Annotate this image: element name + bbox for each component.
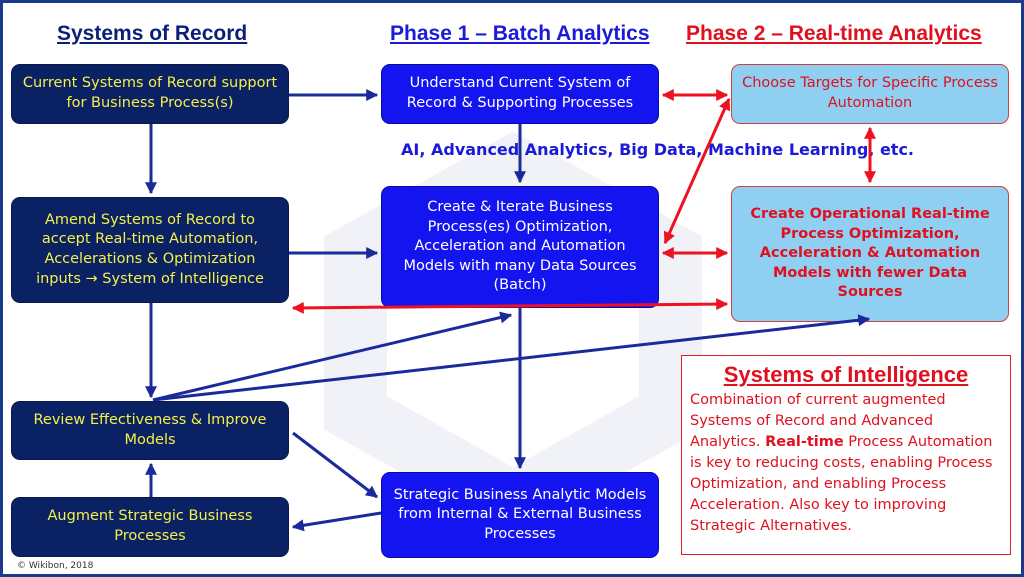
heading-phase2: Phase 2 – Real-time Analytics <box>686 22 982 45</box>
heading-phase1: Phase 1 – Batch Analytics <box>390 22 650 45</box>
systems-of-intelligence-box: Systems of Intelligence Combination of c… <box>681 355 1011 555</box>
soi-body-pre: Combination of current augmented Systems… <box>690 392 946 451</box>
arrow-amend-operational <box>291 298 729 314</box>
box-augment-strategic: Augment Strategic Business Processes <box>11 497 289 557</box>
arrow-review-to-strategic <box>292 431 378 499</box>
box-understand-current-system: Understand Current System of Record & Su… <box>381 64 659 124</box>
systems-of-intelligence-body: Combination of current augmented Systems… <box>690 390 1002 537</box>
box-create-iterate-models: Create & Iterate Business Process(es) Op… <box>381 186 659 308</box>
copyright: © Wikibon, 2018 <box>17 561 94 571</box>
soi-body-bold: Real-time <box>765 434 844 451</box>
box-choose-targets: Choose Targets for Specific Process Auto… <box>731 64 1009 124</box>
arrow-review-to-create <box>152 311 513 402</box>
box-amend-systems-of-record: Amend Systems of Record to accept Real-t… <box>11 197 289 303</box>
box-current-systems-of-record: Current Systems of Record support for Bu… <box>11 64 289 124</box>
arrow-strategic-to-augment <box>291 511 382 532</box>
box-review-effectiveness: Review Effectiveness & Improve Models <box>11 401 289 460</box>
systems-of-intelligence-title: Systems of Intelligence <box>723 362 969 387</box>
technology-label: AI, Advanced Analytics, Big Data, Machin… <box>401 140 914 159</box>
heading-systems-of-record: Systems of Record <box>57 22 248 45</box>
box-strategic-business-models: Strategic Business Analytic Models from … <box>381 472 659 558</box>
soi-body-post: Process Automation is key to reducing co… <box>690 434 993 535</box>
connector-arrows <box>145 89 876 532</box>
arrow-create-choose <box>663 97 731 245</box>
arrow-review-to-operational <box>152 314 871 402</box>
